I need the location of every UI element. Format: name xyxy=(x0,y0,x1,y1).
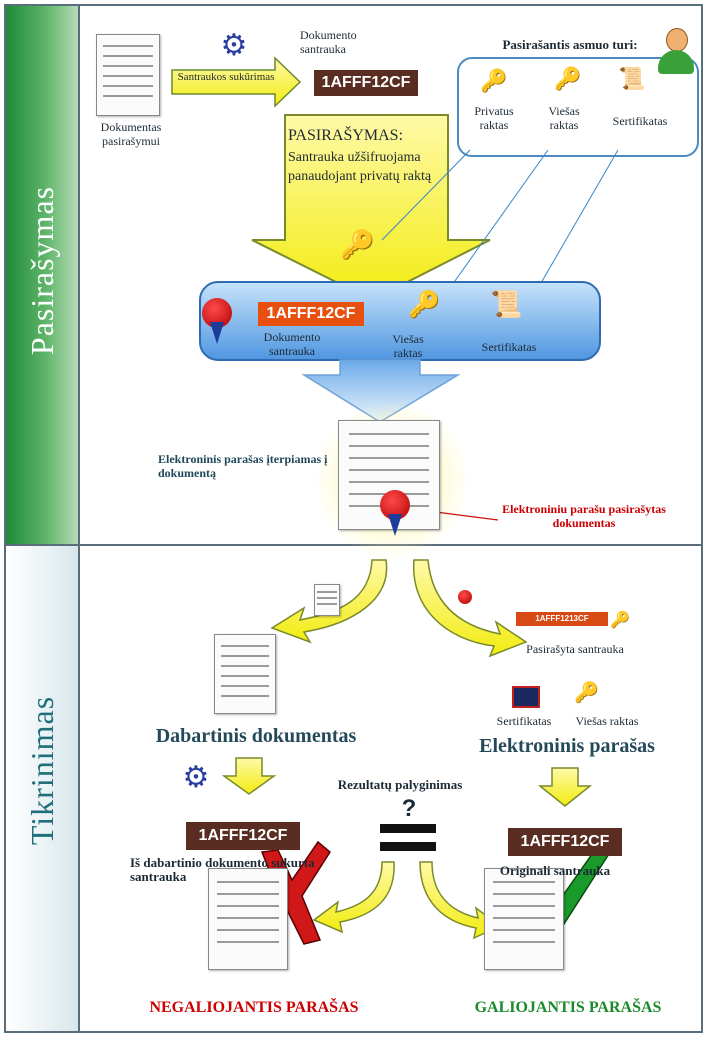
hash-machine-icon: ⚙ xyxy=(220,29,248,62)
hash-machine-icon: ⚙ xyxy=(182,761,210,794)
diagram-frame xyxy=(4,4,703,1033)
compare-label: Rezultatų palyginimas xyxy=(337,777,463,792)
certificate-icon xyxy=(512,686,540,708)
e-signature-label: Elektroninis parašas xyxy=(479,735,655,757)
public-key-icon: 🔑 xyxy=(408,290,441,319)
private-key-icon: 🔑 xyxy=(480,68,508,93)
down-arrow-right xyxy=(537,767,593,807)
bar-doc-hash-label: Dokumento santrauka xyxy=(263,330,321,358)
doc-hash-title: Dokumento santrauka xyxy=(300,28,357,56)
current-document-icon xyxy=(214,634,276,714)
private-key-label: Privatus raktas xyxy=(474,104,514,132)
hash-creation-arrow xyxy=(171,56,302,108)
connector-line xyxy=(381,149,471,241)
left-hash-value: 1AFFF12CF xyxy=(186,822,300,850)
signing-description: Santrauka užšifruojama panaudojant priva… xyxy=(288,150,432,184)
small-seal-icon xyxy=(458,590,472,604)
key-icon: 🔑 xyxy=(610,612,630,629)
current-document-label: Dabartinis dokumentas xyxy=(155,725,357,747)
certificate-icon: 📜 xyxy=(490,290,523,319)
signed-hash-value: 1AFFF1213CF xyxy=(516,612,608,626)
invalid-signature-label: NEGALIOJANTIS PARAŠAS xyxy=(149,999,359,1016)
bar-public-key-label: Viešas raktas xyxy=(392,332,424,360)
person-icon xyxy=(656,28,696,74)
connector-line xyxy=(529,149,619,303)
embed-down-arrow xyxy=(301,359,461,423)
certificate-label: Sertifikatas xyxy=(612,114,668,128)
compare-arrow-right xyxy=(419,861,502,940)
signing-section-band xyxy=(6,6,79,544)
embed-label: Elektroninis parašas įterpiamas į dokume… xyxy=(158,452,328,480)
down-arrow-left xyxy=(221,757,277,795)
valid-document-icon xyxy=(484,868,564,970)
signed-seal-ribbon-icon xyxy=(388,514,402,536)
right-hash-caption: Originali santrauka xyxy=(499,863,611,878)
seal-ribbon-icon xyxy=(210,322,224,344)
private-key-lock-icon: 🔑 xyxy=(340,230,375,261)
equals-bar-top xyxy=(380,824,436,833)
compare-arrow-left xyxy=(312,861,395,934)
signer-has-label: Pasirašantis asmuo turi: xyxy=(502,37,638,52)
equals-bar-bottom xyxy=(380,842,436,851)
public-key-label: Viešas raktas xyxy=(548,104,580,132)
public-key-icon: 🔑 xyxy=(554,66,582,91)
left-hash-caption: Iš dabartinio dokumento sukurta santrauk… xyxy=(130,855,315,884)
bar-hash-value: 1AFFF12CF xyxy=(258,302,364,326)
sidebar-divider xyxy=(78,6,80,1033)
signed-document-label: Elektroniniu parašu pasirašytas dokument… xyxy=(502,502,666,530)
certificate-icon: 📜 xyxy=(618,66,646,91)
verification-section-band xyxy=(6,546,79,1033)
right-hash-value: 1AFFF12CF xyxy=(508,828,622,856)
invalid-document-icon xyxy=(208,868,288,970)
curve-arrow-right xyxy=(413,559,528,658)
connector-line xyxy=(439,149,549,303)
bar-certificate-label: Sertifikatas xyxy=(481,340,537,354)
verify-public-key-label: Viešas raktas xyxy=(575,714,639,728)
valid-signature-label: GALIOJANTIS PARAŠAS xyxy=(474,999,662,1016)
document-icon xyxy=(96,34,160,116)
public-key-icon: 🔑 xyxy=(574,682,599,704)
signing-title: PASIRAŠYMAS: xyxy=(288,127,404,144)
signing-down-arrow xyxy=(251,114,491,302)
small-document-icon xyxy=(314,584,340,616)
curve-arrow-left xyxy=(270,559,388,644)
hash-creation-label: Santraukos sukūrimas xyxy=(177,71,275,83)
question-mark: ? xyxy=(401,795,417,822)
signed-hash-label: Pasirašyta santrauka xyxy=(526,642,624,656)
doc-hash-value: 1AFFF12CF xyxy=(314,70,418,96)
doc-to-sign-label: Dokumentas pasirašymui xyxy=(100,120,162,148)
signer-box xyxy=(457,57,699,157)
verify-certificate-label: Sertifikatas xyxy=(496,714,552,728)
